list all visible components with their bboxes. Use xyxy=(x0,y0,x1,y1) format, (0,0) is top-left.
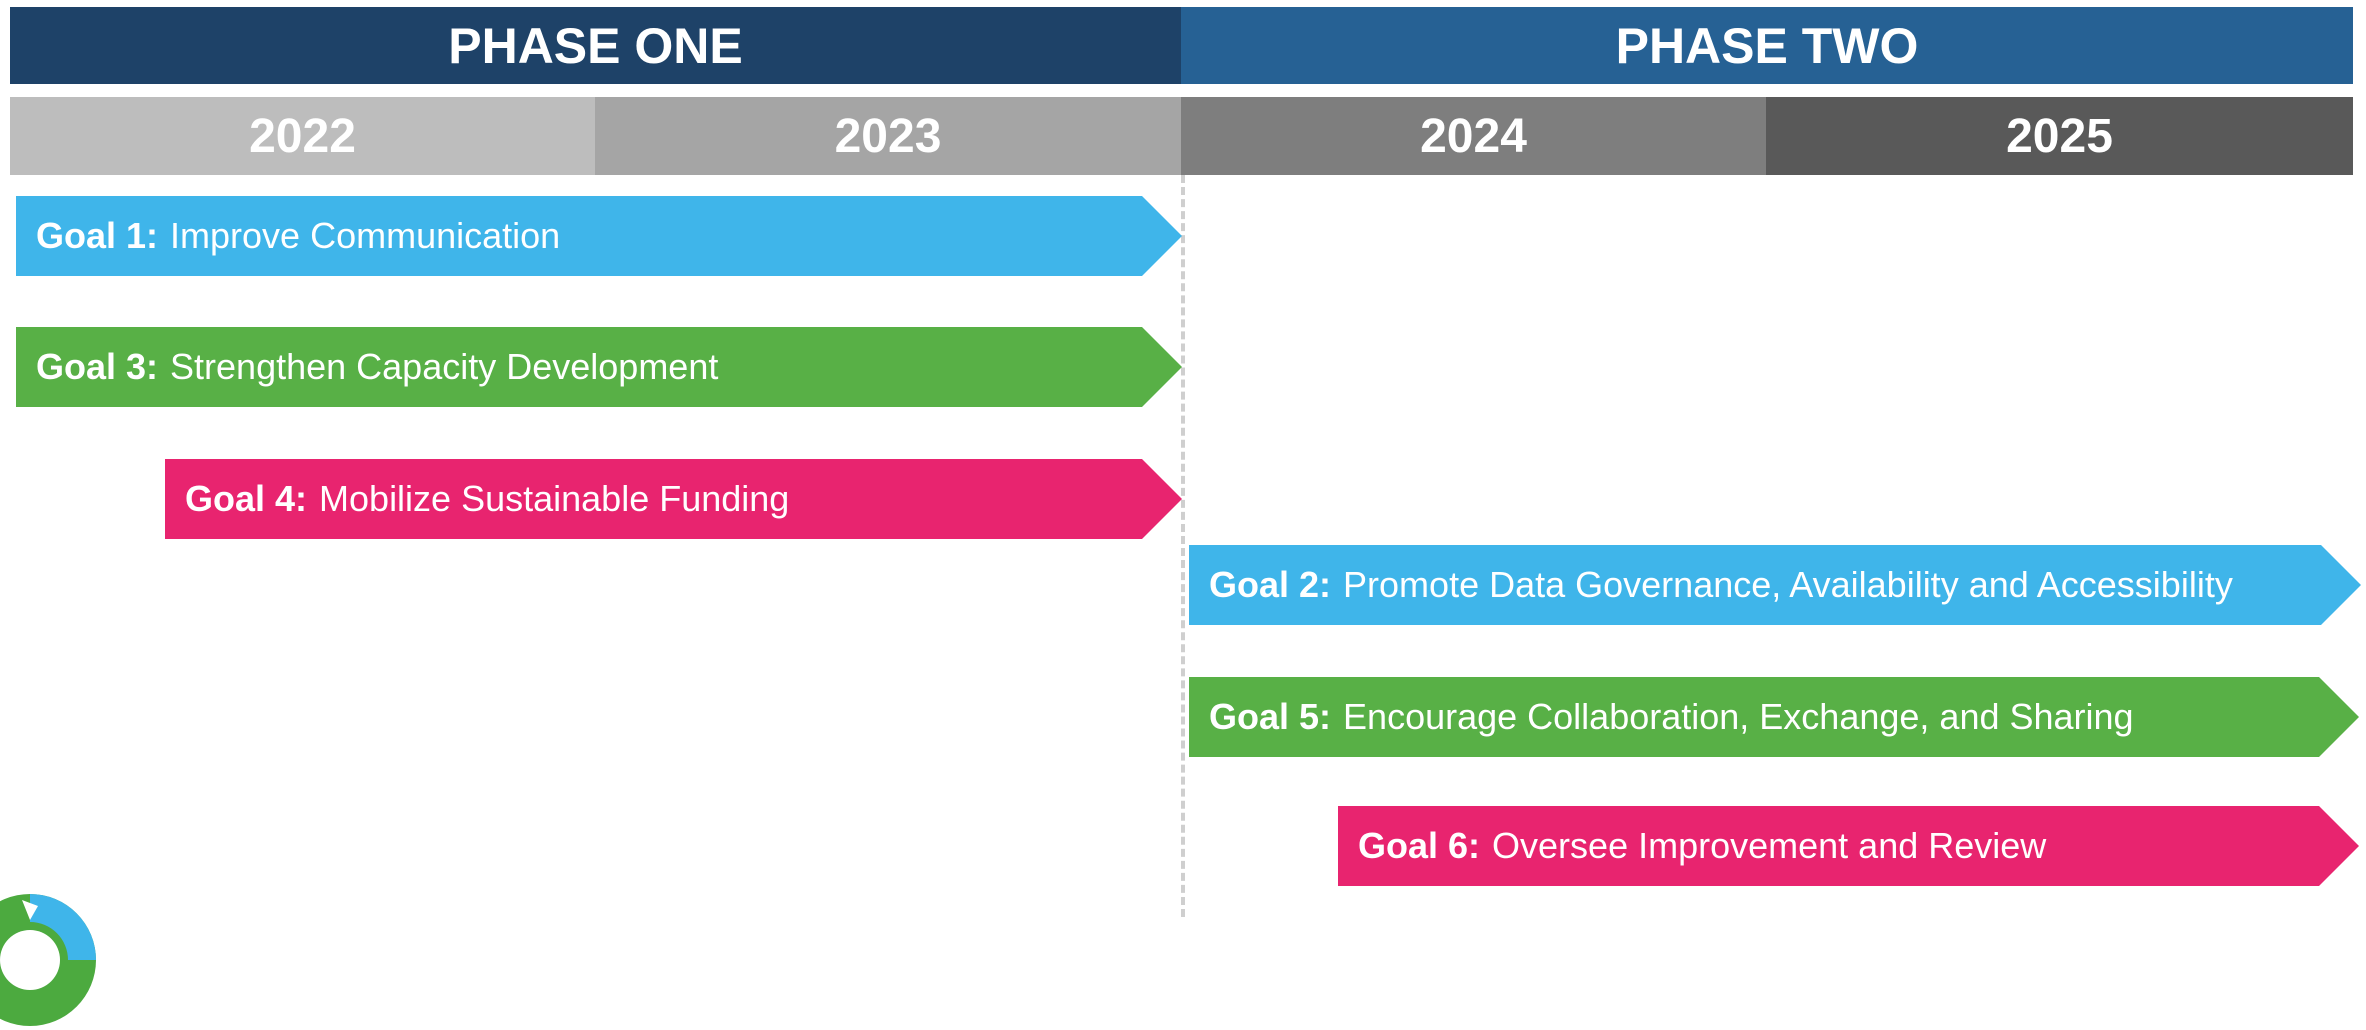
goal-1-title: Goal 1: xyxy=(36,215,159,256)
goal-3-title: Goal 3: xyxy=(36,346,159,387)
year-2024-header: 2024 xyxy=(1181,97,1766,175)
phase-one-header: PHASE ONE xyxy=(10,7,1181,84)
phase-two-header: PHASE TWO xyxy=(1181,7,2353,84)
logo-inner-circle xyxy=(0,930,60,990)
goal-5-arrow: Goal 5: Encourage Collaboration, Exchang… xyxy=(1189,677,2359,757)
phase-divider-line xyxy=(1181,175,1185,917)
goal-3-arrow: Goal 3: Strengthen Capacity Development xyxy=(16,327,1182,407)
goal-1-arrow: Goal 1: Improve Communication xyxy=(16,196,1182,276)
goal-6-text: Oversee Improvement and Review xyxy=(1492,825,2047,866)
goal-6-arrow: Goal 6: Oversee Improvement and Review xyxy=(1338,806,2359,886)
goal-2-title: Goal 2: xyxy=(1209,564,1332,605)
year-2025-header: 2025 xyxy=(1766,97,2353,175)
year-2023-header: 2023 xyxy=(595,97,1181,175)
goal-5-text: Encourage Collaboration, Exchange, and S… xyxy=(1343,696,2134,737)
year-2022-header: 2022 xyxy=(10,97,595,175)
goal-4-text: Mobilize Sustainable Funding xyxy=(319,478,790,519)
goal-2-arrow: Goal 2: Promote Data Governance, Availab… xyxy=(1189,545,2361,625)
goal-4-title: Goal 4: xyxy=(185,478,308,519)
goal-1-text: Improve Communication xyxy=(170,215,561,256)
goal-3-text: Strengthen Capacity Development xyxy=(170,346,719,387)
goal-4-arrow: Goal 4: Mobilize Sustainable Funding xyxy=(165,459,1182,539)
goal-5-title: Goal 5: xyxy=(1209,696,1332,737)
partial-circular-logo-icon xyxy=(0,894,96,1026)
goal-6-title: Goal 6: xyxy=(1358,825,1481,866)
logo-white-mark xyxy=(22,900,38,920)
goal-2-text: Promote Data Governance, Availability an… xyxy=(1343,564,2233,605)
